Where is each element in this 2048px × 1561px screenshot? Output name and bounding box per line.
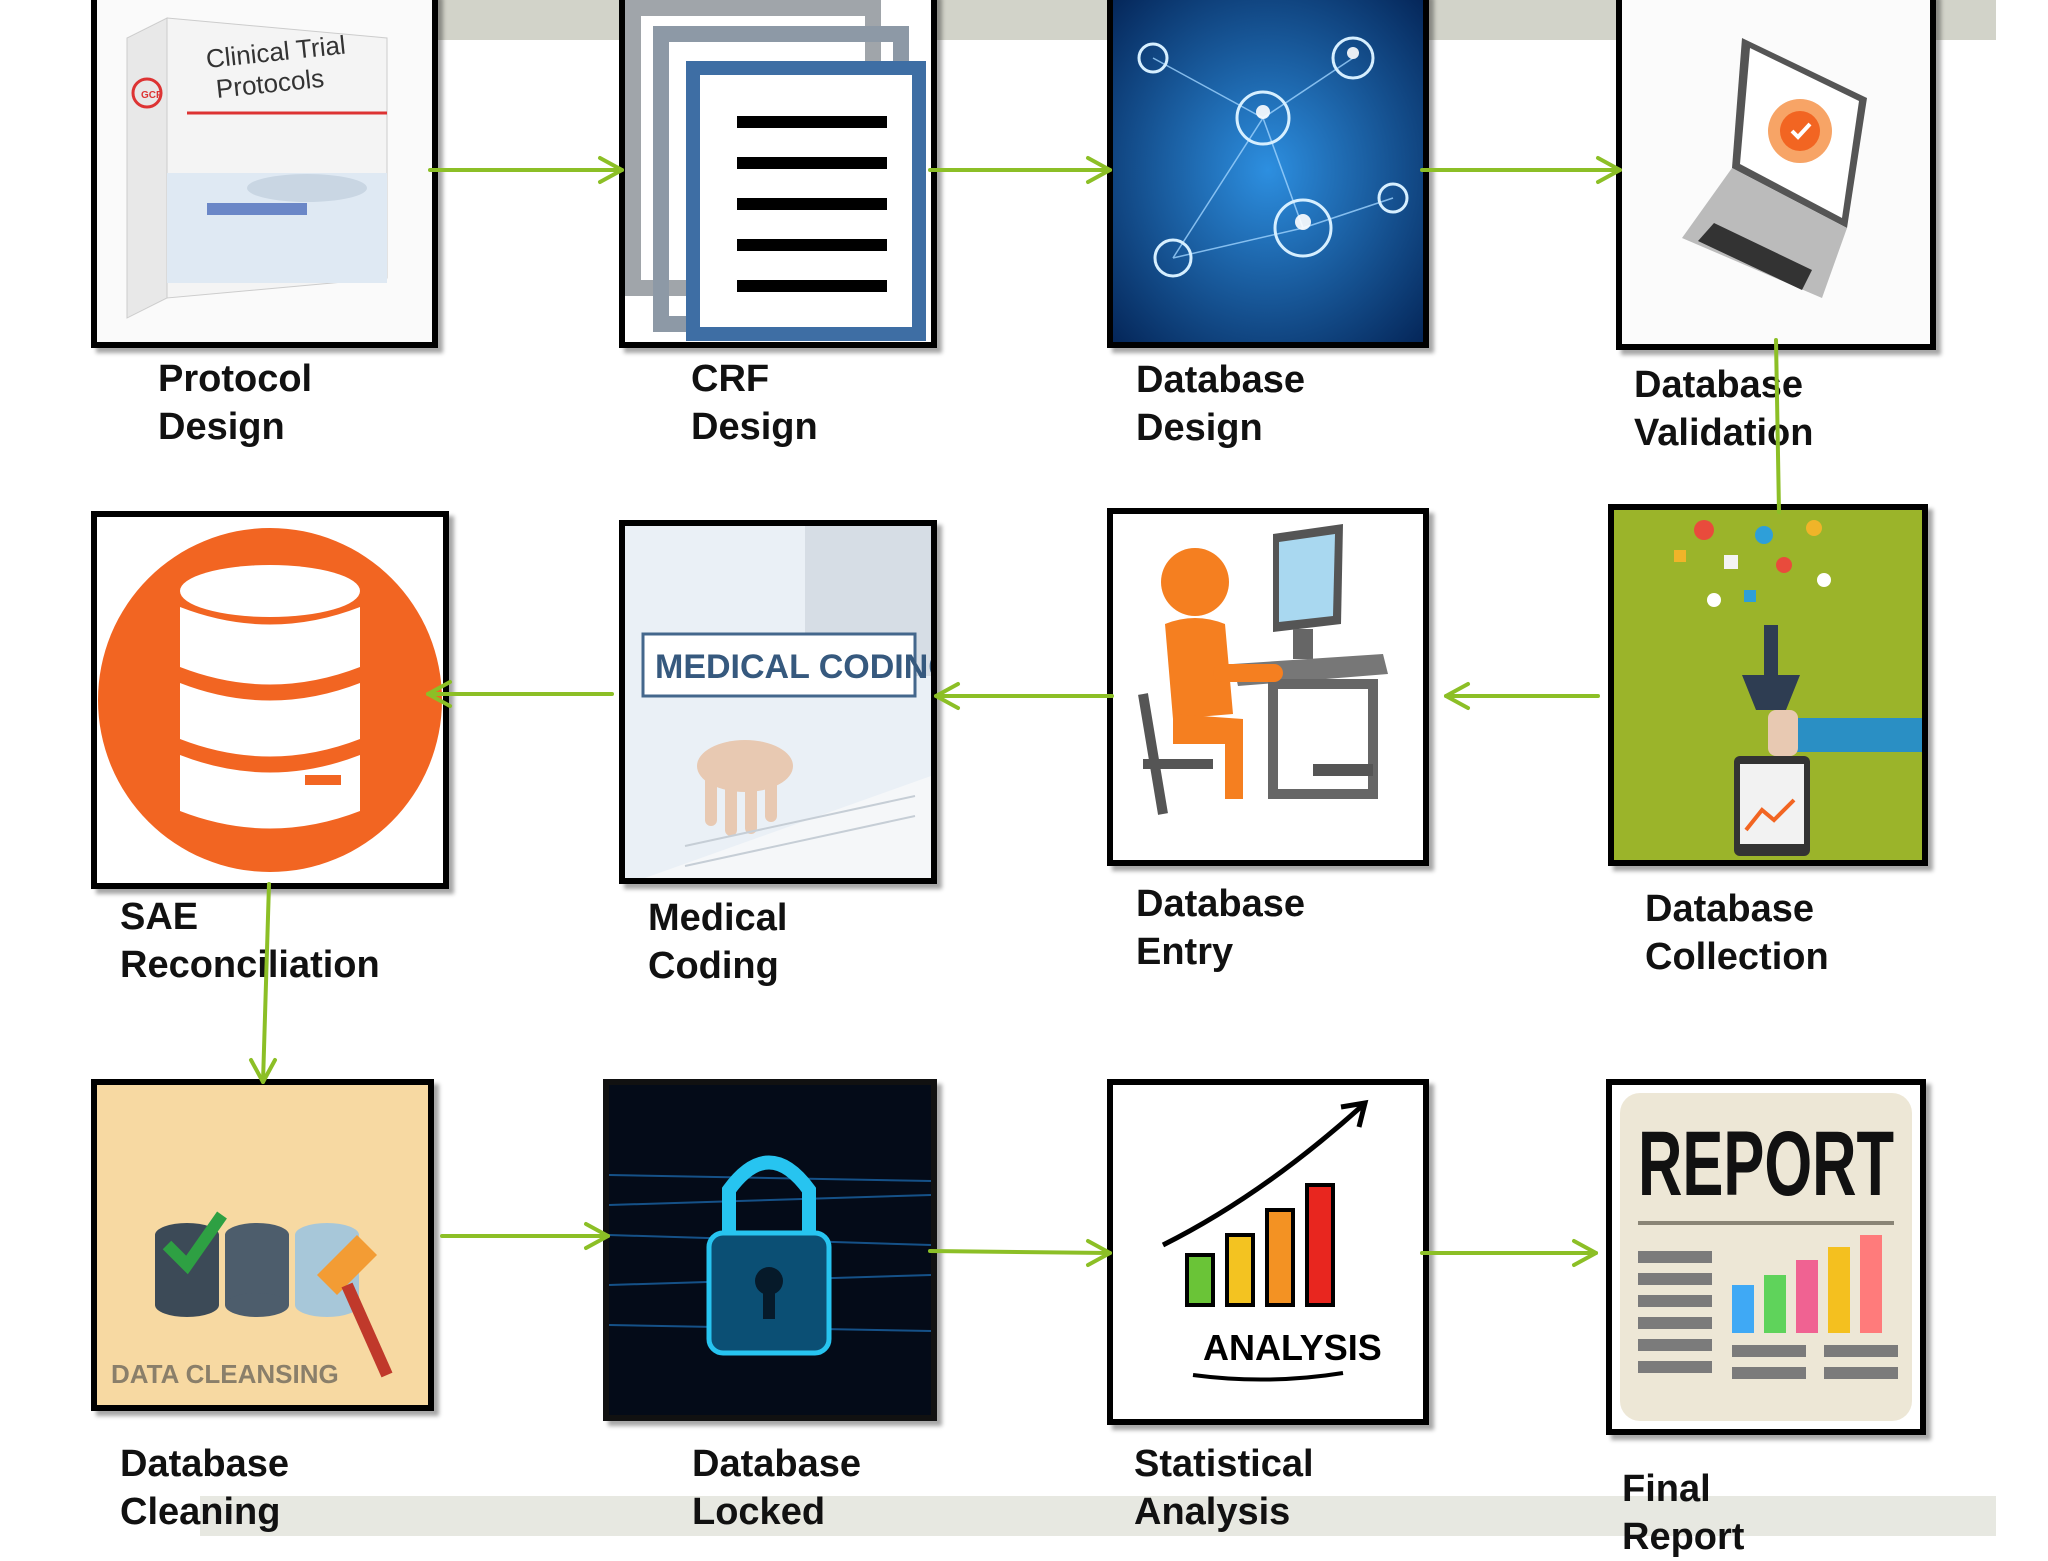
sae-image <box>91 511 449 889</box>
database-collection-image <box>1608 504 1928 866</box>
bottom-band <box>200 1496 1996 1536</box>
arrow-locked-to-analysis <box>928 1239 1112 1267</box>
database-cleaning-image: DATA CLEANSING <box>91 1079 434 1411</box>
medical-coding-image: MEDICAL CODING <box>619 520 937 884</box>
label-crf-design: CRF Design <box>691 358 818 448</box>
protocol-image: GCP Clinical Trial Protocols <box>91 0 438 348</box>
arrow-database-design-to-validation <box>1420 156 1622 184</box>
label-database-validation: Database Validation <box>1634 364 1814 454</box>
label-database-collection: Database Collection <box>1645 888 1829 978</box>
arrow-analysis-to-report <box>1420 1239 1598 1267</box>
data-cleansing-image-text: DATA CLEANSING <box>111 1359 339 1389</box>
database-design-image <box>1107 0 1429 348</box>
arrow-protocol-to-crf <box>428 156 624 184</box>
label-database-cleaning: Database Cleaning <box>120 1443 289 1533</box>
medical-coding-image-text: MEDICAL CODING <box>655 648 931 686</box>
crf-image <box>619 0 937 348</box>
label-database-design: Database Design <box>1136 359 1305 449</box>
label-sae-reconciliation: SAE Reconciliation <box>120 896 380 986</box>
arrow-entry-to-medical-coding <box>934 682 1114 710</box>
arrow-collection-to-entry <box>1444 682 1600 710</box>
label-protocol-design: Protocol Design <box>158 358 313 448</box>
analysis-image-text: ANALYSIS <box>1203 1327 1382 1368</box>
label-final-report: Final Report <box>1622 1468 1745 1558</box>
final-report-image: REPORT <box>1606 1079 1926 1435</box>
label-database-locked: Database Locked <box>692 1443 861 1533</box>
database-entry-image <box>1107 508 1429 866</box>
gcp-text: GCP <box>141 90 163 101</box>
database-validation-image <box>1616 0 1936 350</box>
label-medical-coding: Medical Coding <box>648 897 788 987</box>
arrow-medical-coding-to-sae <box>426 680 614 708</box>
label-database-entry: Database Entry <box>1136 883 1305 973</box>
database-locked-image <box>603 1079 937 1421</box>
statistical-analysis-image: ANALYSIS <box>1107 1079 1429 1425</box>
report-image-text: REPORT <box>1638 1113 1894 1215</box>
label-statistical-analysis: Statistical Analysis <box>1134 1443 1314 1533</box>
arrow-cleaning-to-locked <box>440 1222 610 1250</box>
arrow-crf-to-database-design <box>928 156 1112 184</box>
